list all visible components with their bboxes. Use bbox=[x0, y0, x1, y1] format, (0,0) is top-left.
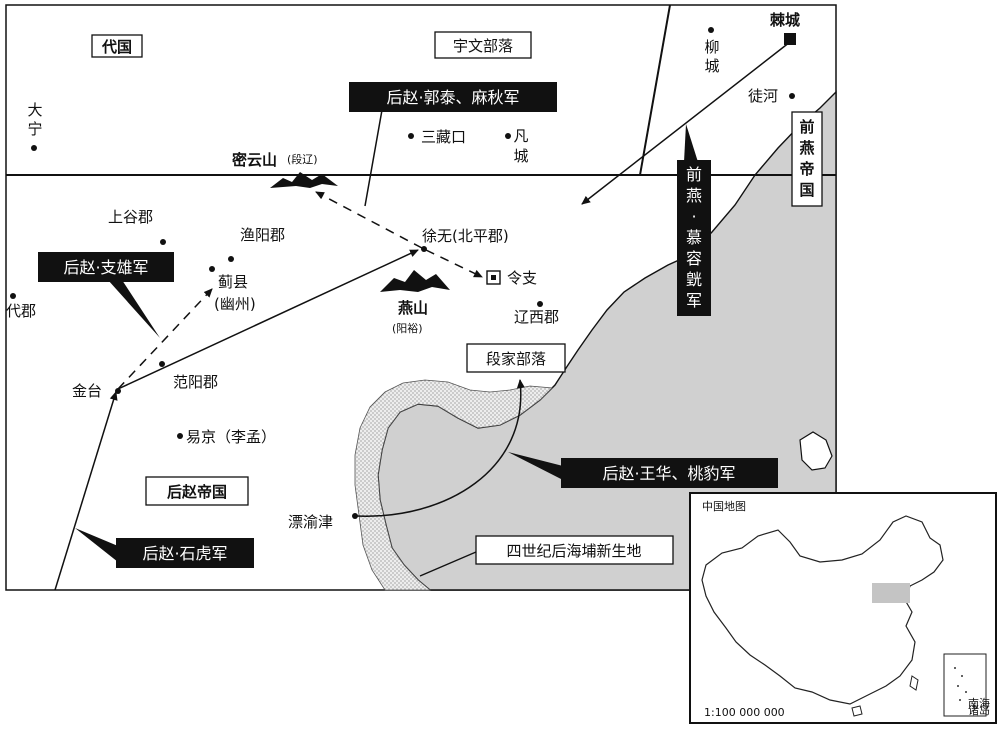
place-yanshan: 燕山 bbox=[398, 299, 428, 317]
route-murong bbox=[581, 41, 791, 205]
svg-text:国: 国 bbox=[799, 181, 814, 199]
place-jicheng: 棘城 bbox=[770, 11, 800, 29]
island bbox=[799, 431, 833, 471]
place-liucheng: 柳 bbox=[704, 38, 719, 56]
svg-text:后赵·王华、桃豹军: 后赵·王华、桃豹军 bbox=[602, 464, 735, 483]
army-guotai: 后赵·郭泰、麻秋军 bbox=[349, 82, 557, 207]
city-dot bbox=[408, 133, 414, 139]
army-murong: 前 燕 · 慕 容 皝 军 bbox=[677, 124, 711, 316]
place-shanggu: 上谷郡 bbox=[108, 208, 153, 226]
region-qianyan: 前 燕 帝 国 bbox=[791, 111, 823, 207]
svg-text:后赵·支雄军: 后赵·支雄军 bbox=[63, 258, 148, 277]
route-shihu bbox=[54, 391, 118, 591]
svg-text:前: 前 bbox=[686, 165, 702, 184]
route-wanghua bbox=[355, 379, 525, 517]
army-wanghua: 后赵·王华、桃豹军 bbox=[508, 452, 778, 488]
inset-scale: 1:100 000 000 bbox=[704, 706, 785, 719]
city-dot bbox=[708, 27, 714, 33]
city-dot bbox=[505, 133, 511, 139]
svg-text:容: 容 bbox=[686, 249, 702, 268]
inset-highlight bbox=[872, 583, 910, 603]
place-miyunshan-note: (段辽) bbox=[287, 152, 318, 166]
south-sea-box: 南海 诸岛 bbox=[943, 653, 990, 717]
place-fancheng-2: 城 bbox=[513, 147, 528, 165]
place-daijun: 代郡 bbox=[6, 302, 36, 320]
svg-text:前: 前 bbox=[799, 118, 814, 136]
place-lingzhi: 令支 bbox=[507, 269, 537, 287]
city-dot bbox=[10, 293, 16, 299]
mountain-icon bbox=[270, 172, 338, 188]
route-zhixiong bbox=[117, 288, 213, 390]
svg-text:后赵帝国: 后赵帝国 bbox=[167, 483, 227, 501]
place-jixian-note: (幽州) bbox=[214, 295, 256, 313]
svg-text:慕: 慕 bbox=[686, 228, 702, 247]
taiwan-island bbox=[909, 675, 919, 691]
place-tuhe: 徒河 bbox=[748, 87, 778, 105]
city-dot bbox=[160, 239, 166, 245]
svg-text:帝: 帝 bbox=[799, 160, 814, 178]
region-dai-guo: 代国 bbox=[91, 34, 143, 58]
place-jintai: 金台 bbox=[72, 382, 102, 400]
svg-text:段家部落: 段家部落 bbox=[486, 350, 546, 368]
route-guotai bbox=[315, 191, 423, 249]
region-yuwen: 宇文部落 bbox=[434, 31, 532, 59]
city-dot bbox=[115, 388, 121, 394]
place-fancheng: 凡 bbox=[513, 127, 528, 145]
city-dot bbox=[177, 433, 183, 439]
place-liaoxi: 辽西郡 bbox=[514, 308, 559, 326]
place-jixian: 蓟县 bbox=[218, 273, 248, 291]
svg-text:燕: 燕 bbox=[686, 186, 702, 205]
city-dot bbox=[789, 93, 795, 99]
place-yuyang: 渔阳郡 bbox=[240, 226, 285, 244]
svg-text:宇文部落: 宇文部落 bbox=[453, 37, 513, 55]
svg-text:燕: 燕 bbox=[799, 139, 814, 157]
svg-text:后赵·郭泰、麻秋军: 后赵·郭泰、麻秋军 bbox=[386, 88, 519, 107]
capital-marker bbox=[784, 33, 796, 45]
city-dot bbox=[209, 266, 215, 272]
svg-text:后赵·石虎军: 后赵·石虎军 bbox=[142, 544, 227, 563]
army-zhixiong: 后赵·支雄军 bbox=[38, 252, 174, 338]
inset-title: 中国地图 bbox=[702, 500, 746, 513]
svg-text:四世纪后海埔新生地: 四世纪后海埔新生地 bbox=[506, 542, 641, 560]
svg-text:代国: 代国 bbox=[101, 38, 132, 56]
route-jintai-xuwu bbox=[117, 249, 419, 390]
border-line bbox=[639, 4, 671, 176]
coast-note: 四世纪后海埔新生地 bbox=[419, 535, 674, 577]
route-lingzhi bbox=[425, 249, 483, 278]
region-houzhao: 后赵帝国 bbox=[145, 476, 249, 506]
place-xuwu: 徐无(北平郡) bbox=[422, 227, 509, 245]
city-dot bbox=[421, 246, 427, 252]
place-daning: 大 bbox=[27, 101, 42, 119]
place-yanshan-note: (阳裕) bbox=[392, 322, 423, 335]
place-liucheng-2: 城 bbox=[704, 57, 719, 75]
svg-text:军: 军 bbox=[686, 291, 702, 310]
svg-text:·: · bbox=[691, 207, 696, 226]
svg-text:诸岛: 诸岛 bbox=[968, 703, 990, 717]
svg-text:南海: 南海 bbox=[968, 696, 990, 710]
region-duanjia: 段家部落 bbox=[466, 343, 566, 373]
city-dot bbox=[228, 256, 234, 262]
place-piaoyujin: 漂渝津 bbox=[288, 513, 333, 531]
city-dot bbox=[31, 145, 37, 151]
city-dot bbox=[159, 361, 165, 367]
place-fanyang: 范阳郡 bbox=[173, 373, 218, 391]
mountain-icon bbox=[380, 270, 450, 292]
city-dot bbox=[537, 301, 543, 307]
place-yijing: 易京（李孟） bbox=[186, 428, 276, 446]
inset-map: 中国地图 南海 诸岛 1:100 000 000 bbox=[689, 492, 997, 724]
svg-text:皝: 皝 bbox=[686, 270, 702, 289]
city-dot bbox=[352, 513, 358, 519]
lingzhi-marker bbox=[486, 270, 501, 285]
army-shihu: 后赵·石虎军 bbox=[75, 528, 254, 568]
hainan-island bbox=[851, 705, 863, 717]
tidal-flat bbox=[354, 379, 553, 591]
place-daning-2: 宁 bbox=[27, 120, 42, 138]
place-sanzangkou: 三藏口 bbox=[421, 128, 466, 146]
place-miyunshan: 密云山 bbox=[232, 151, 277, 169]
